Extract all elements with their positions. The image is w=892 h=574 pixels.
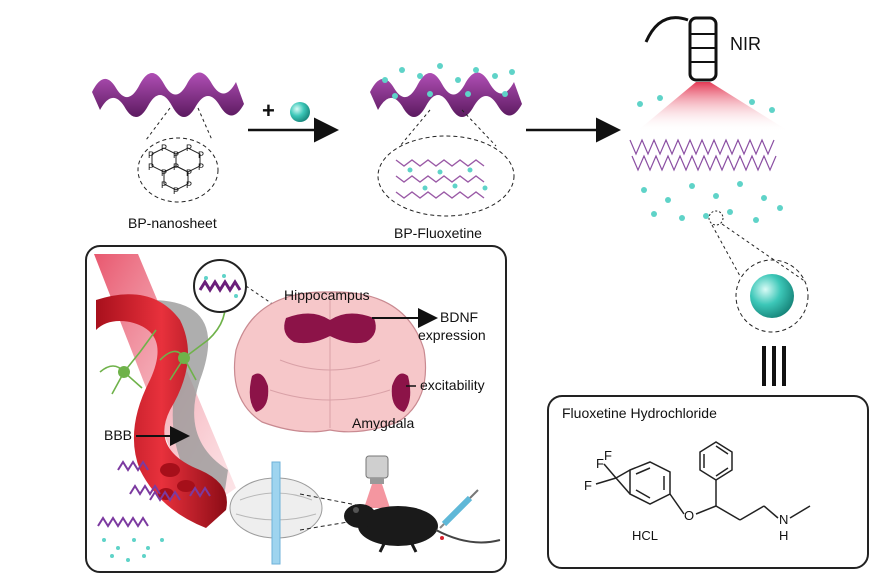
bdnf-label-line1: BDNF [440, 309, 478, 325]
phosphorus-atoms: P P P P P P P P P P P P P [148, 143, 204, 196]
particle-zoom-circle [735, 259, 809, 333]
vessel-nanosheets [97, 460, 211, 528]
plus-symbol: + [262, 98, 275, 123]
brain-coronal-section [233, 291, 427, 433]
bp-fluoxetine-label: BP-Fluoxetine [394, 225, 482, 241]
laser-head-icon [365, 455, 389, 484]
p-atom: P [161, 168, 167, 178]
bp-nanosheet [92, 72, 244, 117]
p-atom: P [161, 143, 167, 153]
p-atom: P [198, 150, 204, 160]
fluoxetine-particle-icon [290, 102, 310, 122]
salt-label: HCL [632, 528, 658, 543]
p-atom: P [186, 168, 192, 178]
bdnf-label-line2: expression [418, 327, 486, 343]
released-particles [637, 95, 783, 223]
irradiated-sheet [629, 138, 777, 172]
hippocampus-region [284, 313, 376, 344]
nir-light-cone [636, 82, 790, 132]
fluoxetine-molecule-sphere [750, 274, 794, 318]
bbb-label: BBB [104, 427, 132, 443]
p-atom: P [161, 180, 167, 190]
p-atom: P [198, 162, 204, 172]
atom-o: O [684, 508, 694, 523]
bp-fluoxetine-zoom-circle [377, 135, 515, 217]
amygdala-label: Amygdala [352, 415, 414, 431]
hippocampus-label: Hippocampus [284, 287, 370, 303]
atom-f2: F [584, 478, 592, 493]
fluoxetine-structure [595, 441, 811, 521]
p-atom: P [173, 150, 179, 160]
p-atom: P [173, 162, 179, 172]
amygdala-left-region [249, 373, 269, 412]
p-atom: P [148, 162, 154, 172]
bp-fluoxetine-sheet [370, 63, 522, 117]
drug-panel-frame [547, 395, 869, 569]
neuron-cells [99, 293, 227, 395]
drug-title: Fluoxetine Hydrochloride [562, 405, 717, 421]
section-plane [271, 461, 281, 565]
phosphorene-zoom-circle [137, 137, 219, 203]
mouse-illustration [344, 504, 501, 553]
nir-label: NIR [730, 34, 761, 54]
p-atom: P [148, 150, 154, 160]
atom-f3: F [604, 448, 612, 463]
syringe-icon [439, 489, 479, 540]
equivalence-symbol [762, 346, 786, 386]
excitability-label: excitability [420, 377, 485, 393]
phosphorene-lattice [151, 147, 201, 191]
atom-n: N [779, 512, 788, 527]
p-atom: P [186, 180, 192, 190]
p-atom: P [186, 143, 192, 153]
amygdala-right-region [391, 373, 411, 412]
bp-nanosheet-label: BP-nanosheet [128, 215, 217, 231]
blood-vessel [96, 294, 227, 528]
atom-h: H [779, 528, 788, 543]
nir-laser-device [644, 16, 718, 82]
bp-fluoxetine-layers [395, 159, 485, 199]
p-atom: P [173, 186, 179, 196]
atom-f1: F [596, 456, 604, 471]
